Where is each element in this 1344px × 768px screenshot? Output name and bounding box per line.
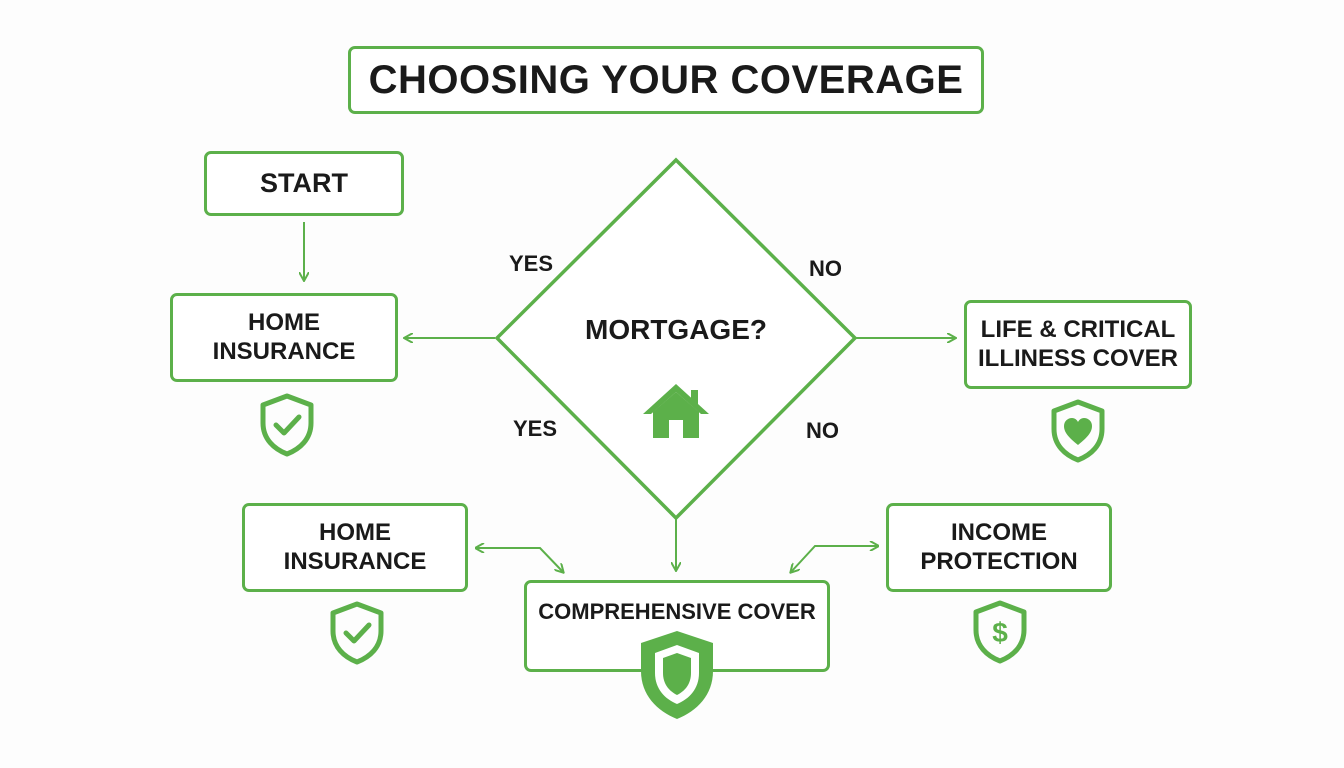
node-line: HOME	[248, 308, 320, 336]
page-title-text: CHOOSING YOUR COVERAGE	[368, 58, 964, 102]
node-label: COMPREHENSIVE COVER	[538, 599, 816, 624]
start-node: START	[204, 151, 404, 216]
node-line: INSURANCE	[212, 337, 356, 365]
node-life-critical-illness: LIFE & CRITICAL ILLINESS COVER	[964, 300, 1192, 389]
shield-check-icon	[330, 601, 384, 665]
page-title: CHOOSING YOUR COVERAGE	[348, 46, 984, 114]
node-line: ILLINESS COVER	[977, 344, 1179, 372]
shield-icon	[641, 631, 713, 719]
arrow-income-to-comprehensive	[791, 546, 878, 572]
shield-dollar-icon: $	[973, 600, 1027, 664]
node-line: PROTECTION	[920, 547, 1078, 575]
house-icon	[643, 384, 709, 438]
shield-check-icon	[260, 393, 314, 457]
decision-diamond	[494, 157, 858, 521]
label-no-bottom: NO	[806, 418, 839, 443]
node-home-insurance-bottom: HOME INSURANCE	[242, 503, 468, 592]
shield-heart-icon	[1051, 399, 1105, 463]
node-line: INCOME	[951, 518, 1047, 546]
decision-question: MORTGAGE?	[585, 314, 767, 345]
label-yes-bottom: YES	[513, 416, 558, 441]
svg-text:$: $	[992, 617, 1008, 648]
node-line: LIFE & CRITICAL	[980, 315, 1176, 343]
node-income-protection: INCOME PROTECTION	[886, 503, 1112, 592]
node-line: INSURANCE	[283, 547, 427, 575]
arrow-home-to-comprehensive	[476, 548, 563, 572]
label-yes-top: YES	[509, 251, 554, 276]
label-no-top: NO	[809, 256, 842, 281]
node-line: HOME	[319, 518, 391, 546]
node-home-insurance-top: HOME INSURANCE	[170, 293, 398, 382]
start-label: START	[260, 168, 348, 199]
